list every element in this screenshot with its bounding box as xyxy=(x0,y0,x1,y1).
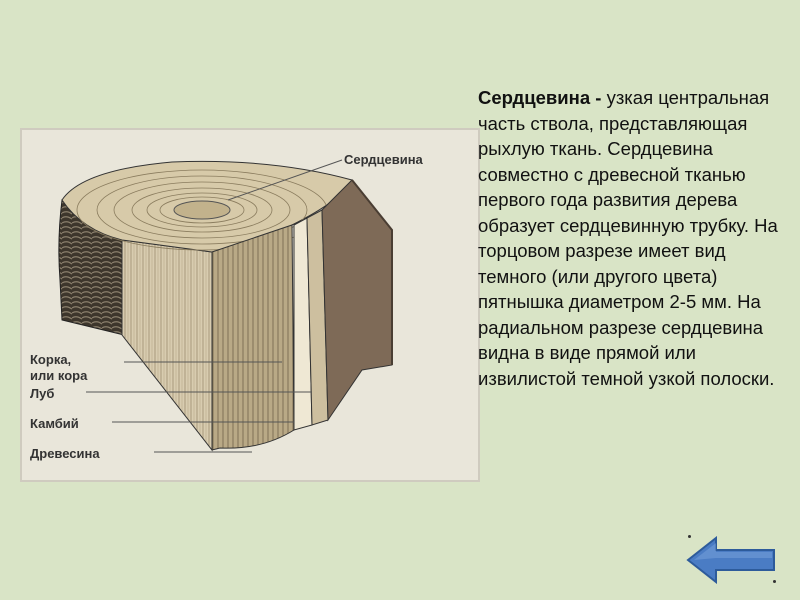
description-term: Сердцевина xyxy=(478,87,591,108)
back-button[interactable] xyxy=(686,535,778,585)
dot-marker xyxy=(773,580,776,583)
pith-center xyxy=(173,200,231,220)
pith-description: Сердцевина - узкая центральная часть ств… xyxy=(478,85,778,391)
radial-cut-face xyxy=(121,239,213,452)
label-bark-line1: Корка, xyxy=(30,352,71,367)
label-cambium: Камбий xyxy=(30,416,79,431)
description-dash: - xyxy=(590,87,607,108)
left-arrow-icon xyxy=(686,535,775,585)
growth-rings xyxy=(76,169,328,251)
wood-column xyxy=(211,224,295,451)
label-bast: Луб xyxy=(30,386,54,401)
leader-pith xyxy=(227,159,343,201)
label-pith: Сердцевина xyxy=(344,152,424,167)
description-text: узкая центральная часть ствола, представ… xyxy=(478,87,778,389)
label-wood: Древесина xyxy=(30,446,100,461)
label-bark-line2: или кора xyxy=(30,368,88,383)
dot-marker xyxy=(688,535,691,538)
trunk-section-illustration: Сердцевина Корка, или кора Луб Камбий Др… xyxy=(30,152,424,461)
tree-trunk-diagram: Сердцевина Корка, или кора Луб Камбий Др… xyxy=(20,128,480,482)
